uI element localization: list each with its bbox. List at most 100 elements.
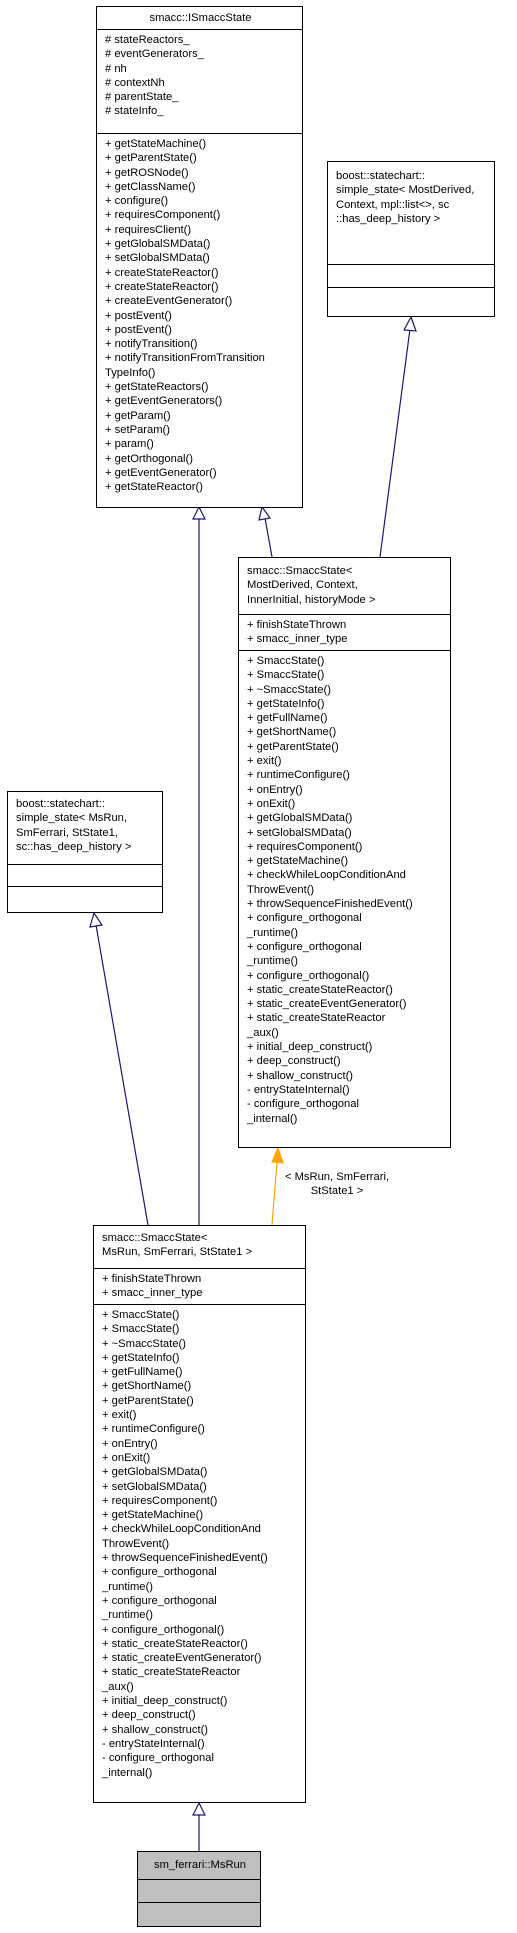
uml-text-line: + configure_orthogonal bbox=[247, 912, 362, 925]
uml-text-line: + static_createEventGenerator() bbox=[247, 998, 407, 1011]
uml-text-line: + getGlobalSMData() bbox=[102, 1466, 208, 1479]
inheritance-arrowhead bbox=[192, 1801, 206, 1816]
uml-text-line: + getClassName() bbox=[105, 180, 196, 193]
uml-text-line: + getStateMachine() bbox=[247, 855, 349, 868]
class-methods: + SmaccState()+ SmaccState()+ ~SmaccStat… bbox=[94, 1304, 305, 1783]
uml-text-line: + createEventGenerator() bbox=[105, 295, 233, 308]
uml-text-line: + checkWhileLoopConditionAnd bbox=[247, 869, 406, 882]
uml-text-line: # eventGenerators_ bbox=[105, 48, 204, 61]
uml-text-line: - configure_orthogonal bbox=[102, 1752, 214, 1765]
class-title: boost::statechart::simple_state< MsRun,S… bbox=[8, 792, 162, 864]
uml-text-line: + onExit() bbox=[247, 797, 296, 810]
uml-text-line: + exit() bbox=[247, 755, 282, 768]
uml-text-line: _runtime() bbox=[247, 955, 298, 968]
uml-text-line: - entryStateInternal() bbox=[247, 1083, 350, 1096]
uml-text-line: + exit() bbox=[102, 1409, 137, 1422]
uml-text-line: smacc::ISmaccState bbox=[149, 12, 252, 24]
uml-text-line: + smacc_inner_type bbox=[102, 1287, 203, 1300]
uml-text-line: + setGlobalSMData() bbox=[247, 826, 352, 839]
uml-text-line: + getParentState() bbox=[105, 152, 197, 165]
inheritance-arrowhead bbox=[192, 505, 206, 520]
uml-text-line: TypeInfo() bbox=[105, 366, 156, 379]
uml-text-line: - configure_orthogonal bbox=[247, 1098, 359, 1111]
uml-text-line: + requiresClient() bbox=[105, 223, 192, 236]
uml-text-line: + configure() bbox=[105, 195, 169, 208]
uml-text-line: + SmaccState() bbox=[247, 655, 325, 667]
class-title: smacc::SmaccState<MsRun, SmFerrari, StSt… bbox=[94, 1226, 305, 1268]
uml-text-line: + shallow_construct() bbox=[247, 1069, 354, 1082]
uml-text-line: + getGlobalSMData() bbox=[247, 812, 353, 825]
uml-text-line: ThrowEvent() bbox=[247, 883, 315, 896]
uml-text-line: + static_createStateReactor bbox=[102, 1666, 241, 1679]
uml-text-line: sm_ferrari::MsRun bbox=[153, 1859, 246, 1871]
class-title: boost::statechart::simple_state< MostDer… bbox=[328, 162, 494, 264]
uml-text-line: + createStateReactor() bbox=[105, 266, 219, 279]
uml-text-line: + deep_construct() bbox=[247, 1055, 341, 1068]
uml-text-line: MostDerived, Context, bbox=[247, 579, 358, 592]
uml-text-line: + throwSequenceFinishedEvent() bbox=[102, 1552, 268, 1565]
inheritance-arrowhead bbox=[258, 505, 272, 521]
uml-text-line: _runtime() bbox=[102, 1609, 153, 1622]
class-simple-state-msrun[interactable]: boost::statechart::simple_state< MsRun,S… bbox=[7, 791, 163, 913]
class-attributes-empty bbox=[8, 864, 162, 886]
uml-text-line: + getStateInfo() bbox=[247, 697, 325, 710]
class-smacc-state-msrun[interactable]: smacc::SmaccState<MsRun, SmFerrari, StSt… bbox=[93, 1225, 306, 1803]
uml-text-line: + setGlobalSMData() bbox=[105, 252, 210, 265]
uml-text-line: boost::statechart:: bbox=[16, 798, 105, 810]
uml-text-line: + onEntry() bbox=[247, 783, 303, 796]
uml-text-line: + static_createStateReactor() bbox=[247, 983, 393, 996]
uml-text-line: _runtime() bbox=[102, 1580, 153, 1593]
uml-text-line: Context, mpl::list<>, sc bbox=[336, 198, 450, 211]
uml-text-line: + requiresComponent() bbox=[102, 1494, 218, 1507]
uml-text-line: + SmaccState() bbox=[102, 1323, 180, 1336]
uml-text-line: + configure_orthogonal() bbox=[102, 1623, 225, 1636]
class-ms-run[interactable]: sm_ferrari::MsRun bbox=[137, 1851, 261, 1927]
uml-text-line: + getGlobalSMData() bbox=[105, 238, 211, 251]
uml-text-line: + getStateReactors() bbox=[105, 381, 209, 394]
uml-text-line: InnerInitial, historyMode > bbox=[247, 593, 376, 606]
uml-text-line: + requiresComponent() bbox=[247, 840, 363, 853]
uml-text-line: # stateReactors_ bbox=[105, 34, 190, 46]
class-attributes: # stateReactors_# eventGenerators_# nh# … bbox=[97, 29, 302, 133]
uml-text-line: + checkWhileLoopConditionAnd bbox=[102, 1523, 261, 1536]
uml-text-line: ::has_deep_history > bbox=[336, 212, 441, 225]
uml-text-line: + ~SmaccState() bbox=[102, 1337, 186, 1350]
uml-text-line: + getStateInfo() bbox=[102, 1351, 180, 1364]
uml-text-line: _aux() bbox=[102, 1680, 134, 1693]
uml-text-line: + finishStateThrown bbox=[247, 619, 347, 631]
class-attributes: + finishStateThrown+ smacc_inner_type bbox=[94, 1268, 305, 1304]
uml-text-line: + configure_orthogonal() bbox=[247, 969, 370, 982]
uml-text-line: # contextNh bbox=[105, 76, 165, 89]
uml-text-line: + getFullName() bbox=[102, 1366, 183, 1379]
uml-text-line: + getEventGenerators() bbox=[105, 395, 223, 408]
uml-text-line: - entryStateInternal() bbox=[102, 1737, 205, 1750]
uml-text-line: + getShortName() bbox=[247, 726, 337, 739]
uml-text-line: + runtimeConfigure() bbox=[247, 769, 350, 782]
class-ismacc-state[interactable]: smacc::ISmaccState # stateReactors_# eve… bbox=[96, 6, 303, 508]
class-simple-state-generic[interactable]: boost::statechart::simple_state< MostDer… bbox=[327, 161, 495, 317]
uml-text-line: ThrowEvent() bbox=[102, 1537, 170, 1550]
uml-text-line: + initial_deep_construct() bbox=[102, 1695, 228, 1708]
uml-text-line: + postEvent() bbox=[105, 323, 172, 336]
inheritance-edge-simple-state-to-template-state bbox=[379, 328, 411, 558]
uml-text-line: + createStateReactor() bbox=[105, 280, 219, 293]
uml-text-line: + configure_orthogonal bbox=[102, 1594, 217, 1607]
class-methods: + SmaccState()+ SmaccState()+ ~SmaccStat… bbox=[239, 650, 450, 1129]
uml-text-line: + requiresComponent() bbox=[105, 209, 221, 222]
uml-text-line: + getParam() bbox=[105, 409, 171, 422]
uml-text-line: smacc::SmaccState< bbox=[102, 1232, 208, 1244]
uml-text-line: _internal() bbox=[102, 1766, 153, 1779]
inheritance-arrowhead bbox=[403, 315, 417, 332]
uml-text-line: + setGlobalSMData() bbox=[102, 1480, 207, 1493]
uml-text-line: + getStateMachine() bbox=[102, 1509, 204, 1522]
class-methods-empty bbox=[138, 1902, 260, 1926]
uml-text-line: + ~SmaccState() bbox=[247, 683, 331, 696]
uml-text-line: + setParam() bbox=[105, 423, 170, 436]
class-smacc-state-template[interactable]: smacc::SmaccState<MostDerived, Context,I… bbox=[238, 557, 451, 1148]
class-attributes-empty bbox=[328, 264, 494, 287]
uml-text-line: SmFerrari, StState1, bbox=[16, 826, 118, 839]
inheritance-edge-simple-msrun-to-msrun-state bbox=[95, 924, 149, 1226]
uml-text-line: + getParentState() bbox=[247, 740, 339, 753]
uml-text-line: + onExit() bbox=[102, 1451, 151, 1464]
